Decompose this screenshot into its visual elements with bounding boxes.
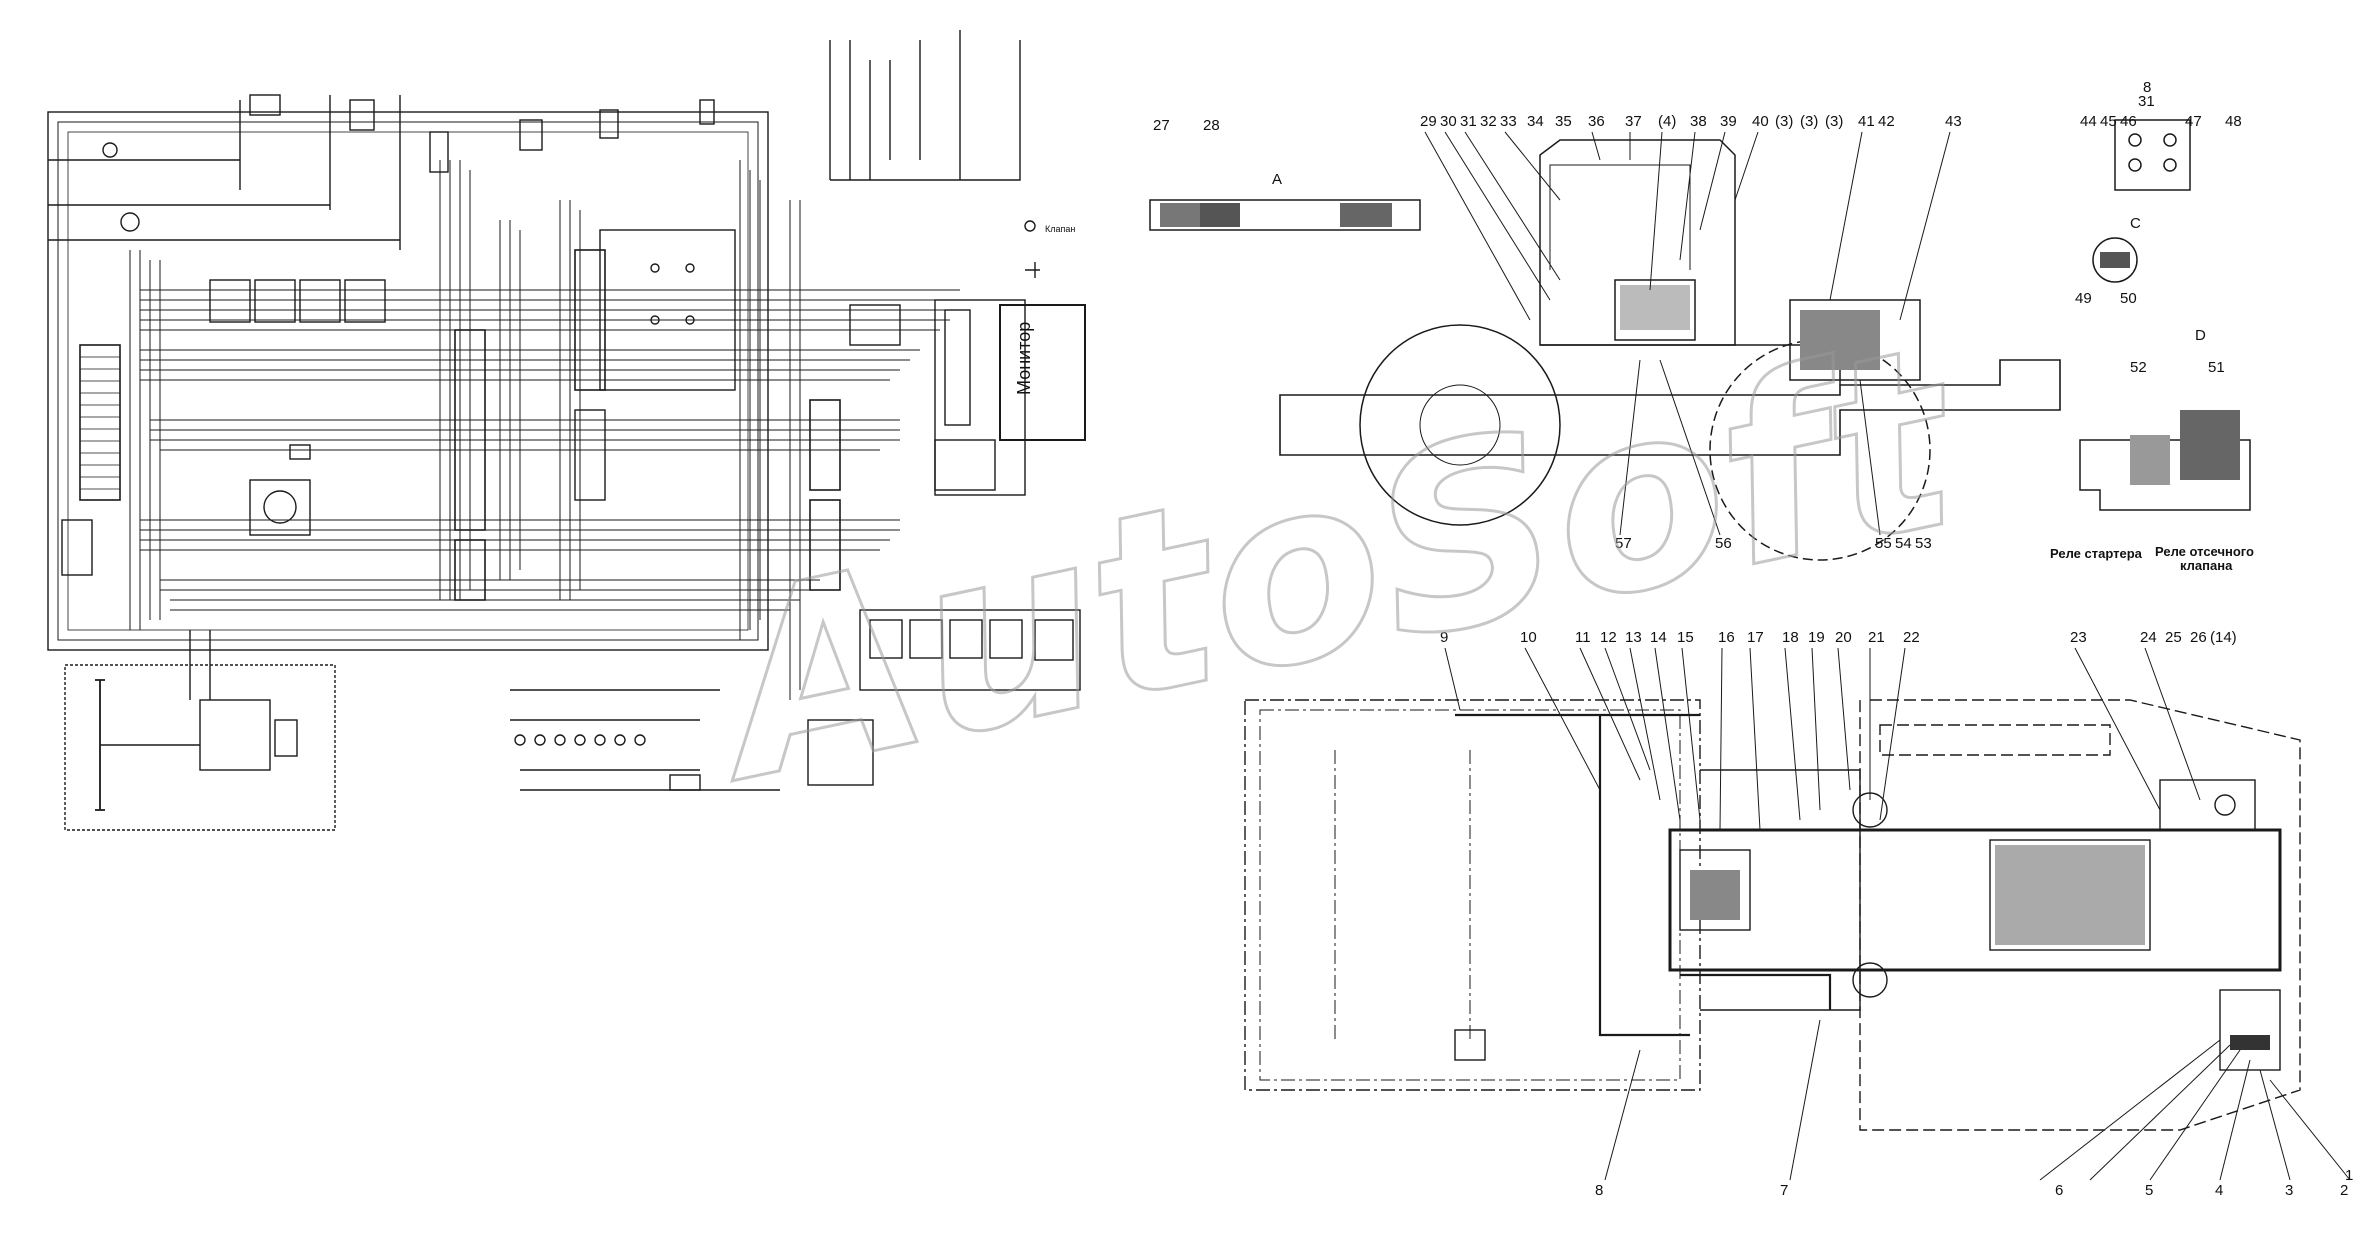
detail-d-letter: D bbox=[2195, 327, 2206, 344]
callout: 3 bbox=[2285, 1182, 2293, 1199]
monitor-label: Монитор bbox=[1014, 322, 1034, 395]
detail-c-letter: C bbox=[2130, 215, 2141, 232]
callout: 44 bbox=[2080, 113, 2097, 130]
callout: 19 bbox=[1808, 629, 1825, 646]
plan-view-leaders bbox=[1444, 647, 2351, 1181]
callout: 55 bbox=[1875, 535, 1892, 552]
callout: 6 bbox=[2055, 1182, 2063, 1199]
callout: (3) bbox=[1825, 113, 1843, 130]
callout: (4) bbox=[1658, 113, 1676, 130]
callout: 50 bbox=[2120, 290, 2137, 307]
callout: 16 bbox=[1718, 629, 1735, 646]
callout: 38 bbox=[1690, 113, 1707, 130]
callout: 33 bbox=[1500, 113, 1517, 130]
callout: 24 bbox=[2140, 629, 2157, 646]
callout: 52 bbox=[2130, 359, 2147, 376]
callout: 8 bbox=[2143, 79, 2151, 96]
view-letter: A bbox=[1272, 171, 1282, 188]
callout: 31 bbox=[2138, 93, 2155, 110]
callout: 51 bbox=[2208, 359, 2225, 376]
callout: 14 bbox=[1650, 629, 1667, 646]
callout: 26 bbox=[2190, 629, 2207, 646]
callout: 18 bbox=[1782, 629, 1799, 646]
watermark: AutoSoft bbox=[683, 290, 1984, 838]
plan-view-callouts-top: 9 10 11 12 13 14 15 16 17 18 19 20 21 22… bbox=[1440, 629, 2237, 646]
callout: 46 bbox=[2120, 113, 2137, 130]
callout: 30 bbox=[1440, 113, 1457, 130]
callout: 10 bbox=[1520, 629, 1537, 646]
callout: 31 bbox=[1460, 113, 1477, 130]
callout: (3) bbox=[1800, 113, 1818, 130]
side-view-callouts-top: 27 28 29 30 31 32 33 34 35 36 37 (4) 38 … bbox=[1153, 113, 1962, 134]
valve-label: Клапан bbox=[1045, 224, 1075, 234]
callout: 40 bbox=[1752, 113, 1769, 130]
callout: 57 bbox=[1615, 535, 1632, 552]
machine-plan-view bbox=[1244, 699, 2301, 1131]
callout: 45 bbox=[2100, 113, 2117, 130]
callout: 56 bbox=[1715, 535, 1732, 552]
machine-side-view bbox=[1149, 119, 2251, 561]
callout: 48 bbox=[2225, 113, 2242, 130]
callout: 2 bbox=[2340, 1182, 2348, 1199]
callout: 1 bbox=[2345, 1167, 2353, 1184]
callout: 21 bbox=[1868, 629, 1885, 646]
starter-relay-label: Реле стартера bbox=[2050, 546, 2143, 561]
callout: 54 bbox=[1895, 535, 1912, 552]
callout: 12 bbox=[1600, 629, 1617, 646]
callout: (3) bbox=[1775, 113, 1793, 130]
callout: 43 bbox=[1945, 113, 1962, 130]
callout: 32 bbox=[1480, 113, 1497, 130]
callout: 28 bbox=[1203, 117, 1220, 134]
callout: 17 bbox=[1747, 629, 1764, 646]
plan-view-callouts-bottom: 8 7 6 5 4 3 2 1 bbox=[1595, 1167, 2353, 1199]
side-view-leaders bbox=[1424, 131, 1951, 536]
callout: 15 bbox=[1677, 629, 1694, 646]
cutoff-relay-label-2: клапана bbox=[2180, 558, 2233, 573]
callout: 49 bbox=[2075, 290, 2092, 307]
callout: 41 bbox=[1858, 113, 1875, 130]
callout: 35 bbox=[1555, 113, 1572, 130]
callout: 34 bbox=[1527, 113, 1544, 130]
callout: 8 bbox=[1595, 1182, 1603, 1199]
callout: 36 bbox=[1588, 113, 1605, 130]
callout: 4 bbox=[2215, 1182, 2223, 1199]
callout: 42 bbox=[1878, 113, 1895, 130]
callout: 25 bbox=[2165, 629, 2182, 646]
callout: 23 bbox=[2070, 629, 2087, 646]
callout: 11 bbox=[1575, 629, 1591, 646]
callout: 22 bbox=[1903, 629, 1920, 646]
callout: 29 bbox=[1420, 113, 1437, 130]
electrical-schematic bbox=[47, 30, 1086, 831]
callout: 5 bbox=[2145, 1182, 2153, 1199]
callout: 47 bbox=[2185, 113, 2202, 130]
callout: 20 bbox=[1835, 629, 1852, 646]
cutoff-relay-label: Реле отсечного bbox=[2155, 544, 2254, 559]
callout: 37 bbox=[1625, 113, 1642, 130]
side-view-callouts-bottom: 57 56 55 54 53 bbox=[1615, 535, 1932, 552]
callout: (14) bbox=[2210, 629, 2237, 646]
callout: 53 bbox=[1915, 535, 1932, 552]
front-panel-callouts: 8 31 44 45 46 47 48 bbox=[2080, 79, 2242, 130]
callout: 27 bbox=[1153, 117, 1170, 134]
callout: 39 bbox=[1720, 113, 1737, 130]
callout: 7 bbox=[1780, 1182, 1788, 1199]
callout: 13 bbox=[1625, 629, 1642, 646]
callout: 9 bbox=[1440, 629, 1448, 646]
